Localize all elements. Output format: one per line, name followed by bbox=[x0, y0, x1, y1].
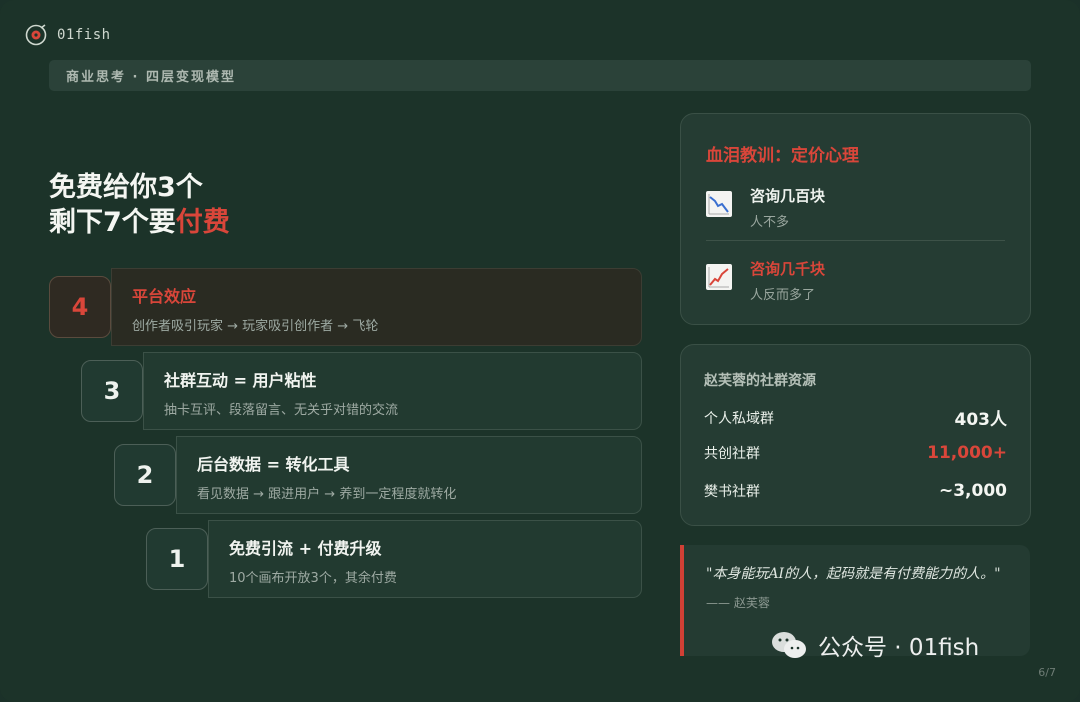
wechat-icon bbox=[770, 629, 808, 661]
tier-1-desc: 10个画布开放3个，其余付费 bbox=[229, 571, 397, 586]
divider bbox=[706, 240, 1005, 241]
tier-4-card: 平台效应 创作者吸引玩家 → 玩家吸引创作者 → 飞轮 bbox=[111, 268, 642, 346]
brand: 01fish bbox=[25, 24, 111, 46]
headline: 免费给你3个 剩下7个要付费 bbox=[49, 170, 230, 240]
headline-line1: 免费给你3个 bbox=[49, 172, 203, 203]
community-panel: 赵芙蓉的社群资源 个人私域群 403人 共创社群 11,000+ 樊书社群 ~3… bbox=[680, 344, 1031, 526]
community-row-fanshu: 樊书社群 ~3,000 bbox=[704, 481, 1007, 501]
tier-2-title: 后台数据 = 转化工具 bbox=[197, 455, 350, 474]
tier-4-desc: 创作者吸引玩家 → 玩家吸引创作者 → 飞轮 bbox=[132, 319, 379, 334]
tier-2-card: 后台数据 = 转化工具 看见数据 → 跟进用户 → 养到一定程度就转化 bbox=[176, 436, 642, 514]
watermark-text: 公众号 · 01fish bbox=[818, 635, 980, 661]
headline-accent: 付费 bbox=[175, 207, 230, 238]
lesson-panel: 血泪教训：定价心理 咨询几百块 人不多 bbox=[680, 113, 1031, 325]
lesson-row-high-price: 咨询几千块 人反而多了 bbox=[706, 258, 825, 303]
tier-3-title: 社群互动 = 用户粘性 bbox=[164, 371, 317, 390]
chart-up-icon bbox=[706, 264, 732, 290]
community-cocreate-label: 共创社群 bbox=[704, 446, 760, 462]
tier-1-badge: 1 bbox=[146, 528, 208, 590]
quote-author: —— 赵芙蓉 bbox=[706, 596, 770, 610]
lesson-high-price-sub: 人反而多了 bbox=[750, 288, 816, 303]
quote-card: "本身能玩AI的人，起码就是有付费能力的人。" —— 赵芙蓉 bbox=[680, 545, 1030, 656]
quote-text: "本身能玩AI的人，起码就是有付费能力的人。" bbox=[706, 566, 1001, 582]
tier-3-desc: 抽卡互评、段落留言、无关乎对错的交流 bbox=[164, 403, 399, 418]
tier-1-card: 免费引流 + 付费升级 10个画布开放3个，其余付费 bbox=[208, 520, 642, 598]
tier-3-badge: 3 bbox=[81, 360, 143, 422]
headline-line2-prefix: 剩下7个要 bbox=[49, 207, 176, 238]
wechat-watermark: 公众号 · 01fish bbox=[770, 628, 979, 662]
tier-1-title: 免费引流 + 付费升级 bbox=[229, 539, 382, 558]
tier-4-title: 平台效应 bbox=[132, 287, 197, 306]
community-title: 赵芙蓉的社群资源 bbox=[704, 373, 816, 389]
tier-3-card: 社群互动 = 用户粘性 抽卡互评、段落留言、无关乎对错的交流 bbox=[143, 352, 642, 430]
lesson-row-low-price: 咨询几百块 人不多 bbox=[706, 185, 825, 230]
lesson-high-price-title: 咨询几千块 bbox=[750, 260, 826, 278]
tier-2-desc: 看见数据 → 跟进用户 → 养到一定程度就转化 bbox=[197, 487, 457, 502]
community-row-cocreate: 共创社群 11,000+ bbox=[704, 443, 1007, 463]
community-private-value: 403人 bbox=[954, 410, 1008, 430]
brand-name: 01fish bbox=[57, 27, 111, 43]
lesson-low-price-sub: 人不多 bbox=[750, 215, 790, 230]
tier-4-badge: 4 bbox=[49, 276, 111, 338]
headline-line2: 剩下7个要付费 bbox=[49, 205, 230, 240]
lesson-title: 血泪教训：定价心理 bbox=[706, 146, 859, 166]
section-title: 商业思考 · 四层变现模型 bbox=[49, 60, 1031, 91]
community-fanshu-value: ~3,000 bbox=[938, 481, 1007, 501]
community-row-private: 个人私域群 403人 bbox=[704, 405, 1007, 430]
record-icon bbox=[25, 24, 47, 46]
lesson-low-price-title: 咨询几百块 bbox=[750, 187, 826, 205]
community-fanshu-label: 樊书社群 bbox=[704, 484, 760, 500]
community-cocreate-value: 11,000+ bbox=[927, 443, 1007, 463]
page-number: 6/7 bbox=[1038, 666, 1056, 679]
tier-2-badge: 2 bbox=[114, 444, 176, 506]
community-private-label: 个人私域群 bbox=[704, 410, 774, 427]
chart-down-icon bbox=[706, 191, 732, 217]
